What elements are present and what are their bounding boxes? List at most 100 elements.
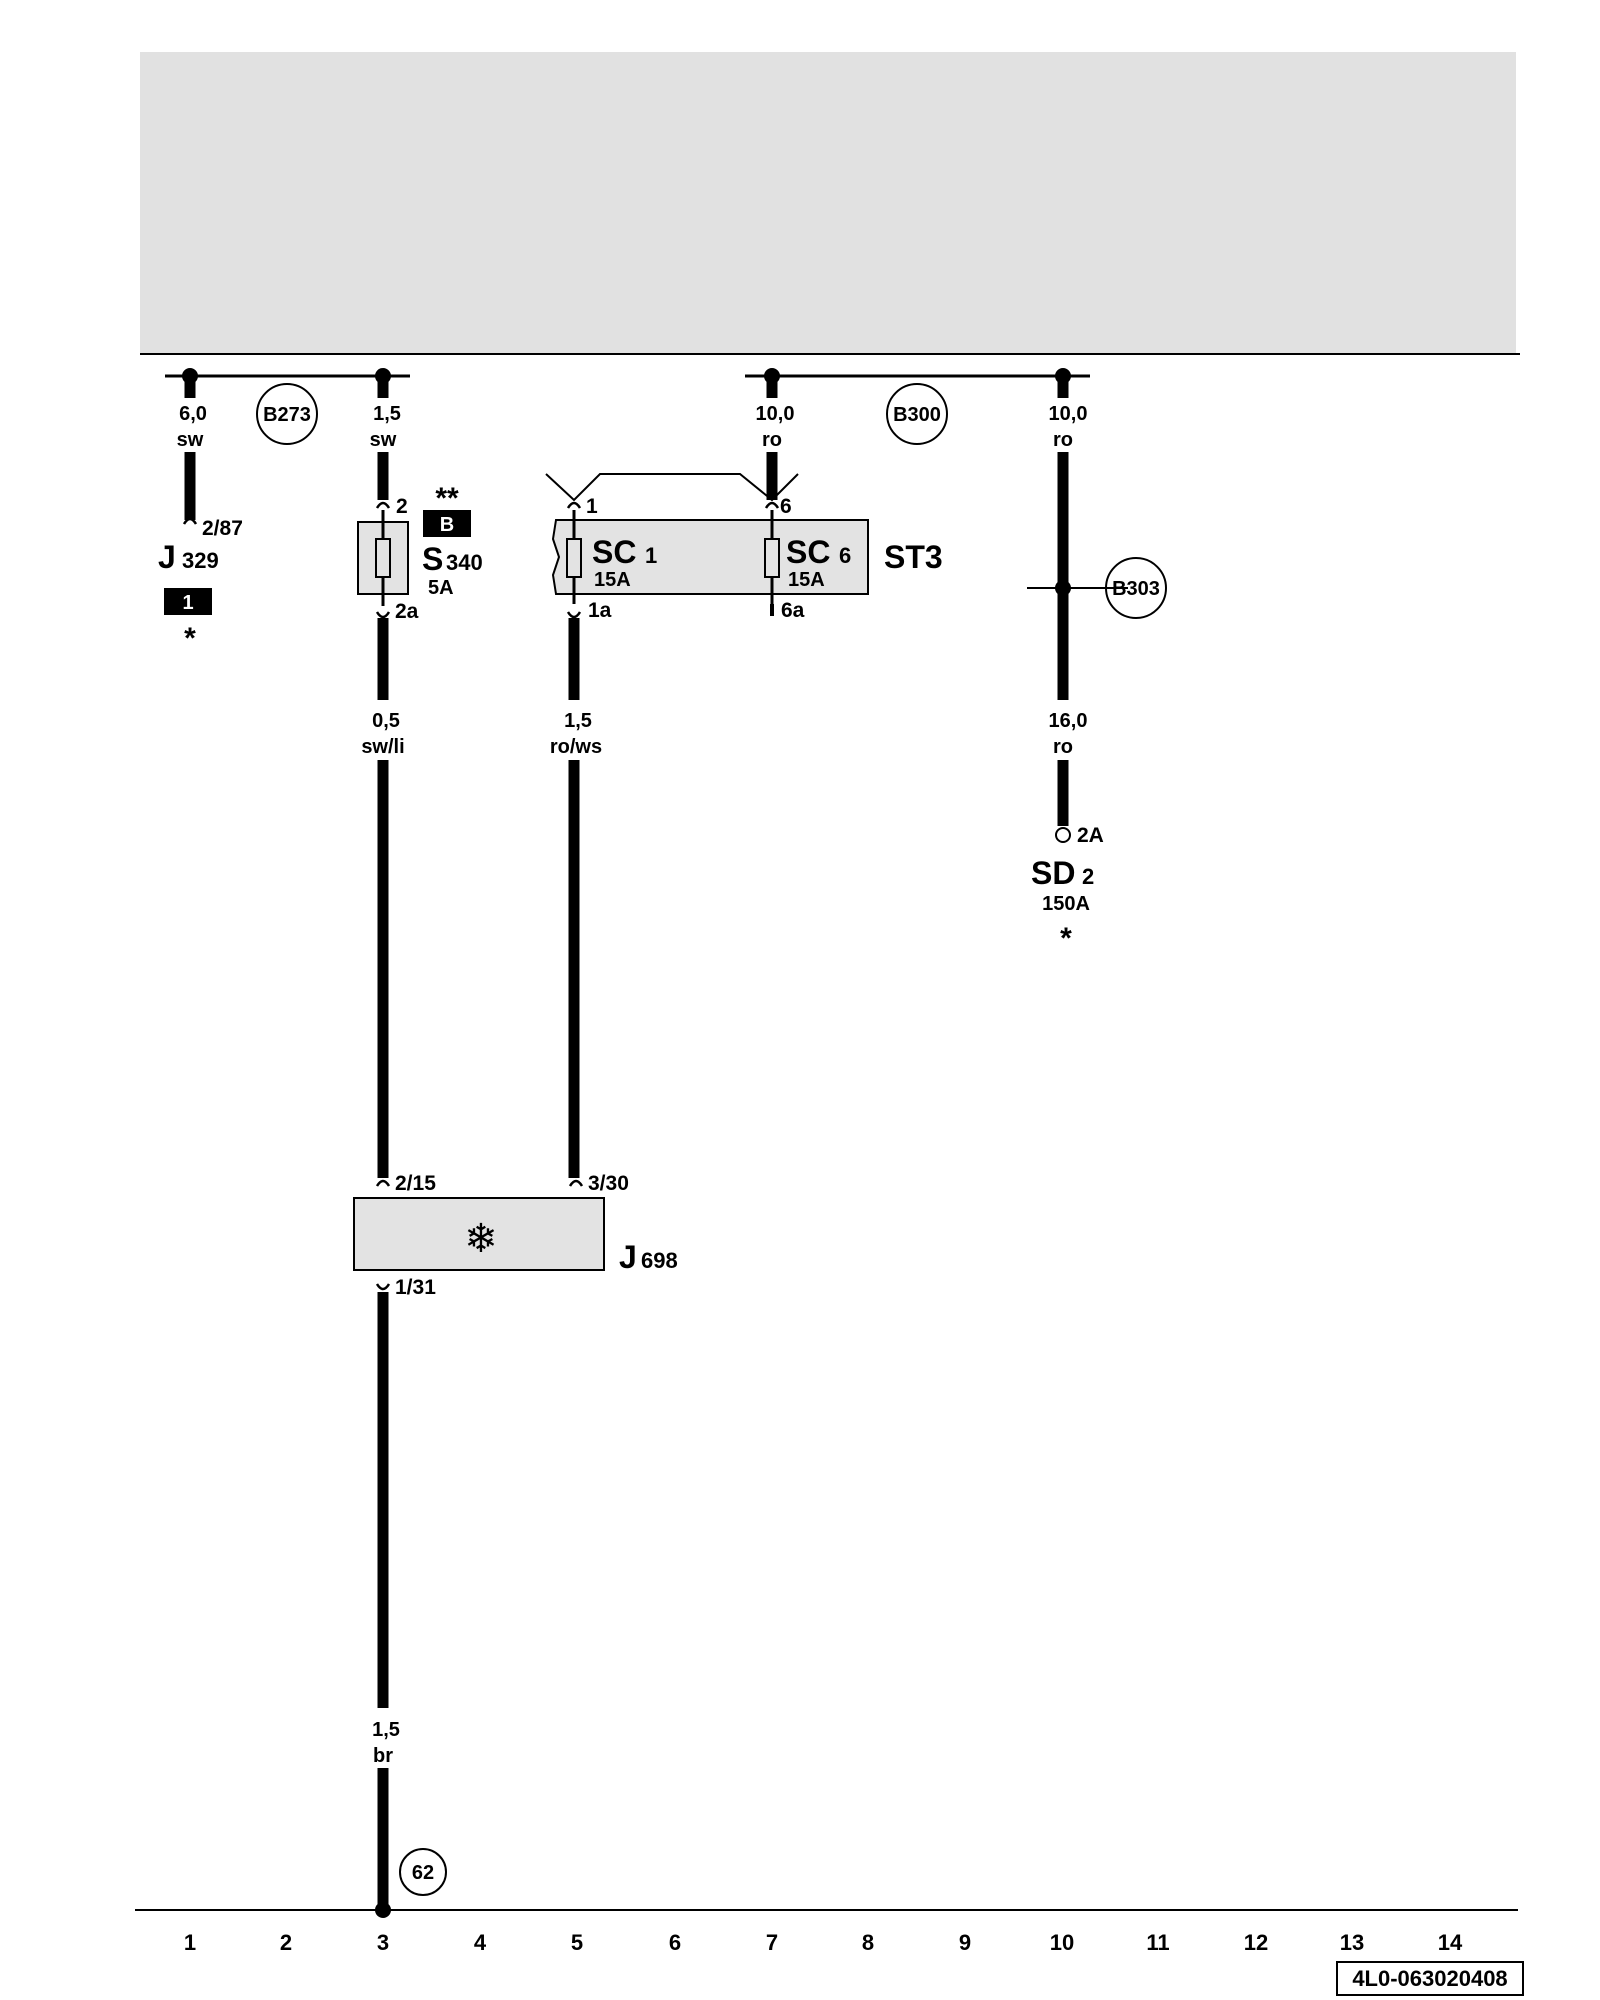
column-number: 2 bbox=[280, 1930, 292, 1955]
s340-badge bbox=[423, 510, 471, 537]
svg-text:2: 2 bbox=[1082, 864, 1094, 889]
column-number: 3 bbox=[377, 1930, 389, 1955]
svg-text:16,0: 16,0 bbox=[1049, 710, 1088, 732]
sc1-rating: 15A bbox=[594, 569, 631, 591]
node-b273: B273 bbox=[256, 383, 318, 445]
st3-strip-body bbox=[551, 519, 869, 595]
sc6-fuse-element bbox=[764, 538, 780, 578]
st3-label: ST3 bbox=[884, 539, 943, 575]
j329-pin-label: 2/87 bbox=[202, 517, 243, 540]
column-number: 13 bbox=[1340, 1930, 1364, 1955]
s340-pin-out-label: 2a bbox=[395, 600, 419, 623]
j698-pin-15-label: 2/15 bbox=[395, 1172, 436, 1195]
svg-text:698: 698 bbox=[641, 1248, 678, 1273]
s340-pin-in-label: 2 bbox=[396, 495, 408, 518]
wire-label-col3-mid: 0,5 sw/li bbox=[361, 710, 404, 758]
svg-text:0,5: 0,5 bbox=[372, 710, 400, 732]
svg-text:ro/ws: ro/ws bbox=[550, 736, 602, 758]
b303-junction-dot bbox=[1055, 580, 1071, 596]
column-number: 10 bbox=[1050, 1930, 1074, 1955]
st3-bridge-lines bbox=[545, 473, 799, 502]
svg-text:1,5: 1,5 bbox=[372, 1719, 400, 1741]
column-number: 9 bbox=[959, 1930, 971, 1955]
wire-label-col10-bottom: 16,0 ro bbox=[1049, 710, 1088, 758]
svg-text:10,0: 10,0 bbox=[1049, 403, 1088, 425]
column-number: 12 bbox=[1244, 1930, 1268, 1955]
wire-label-col7: 10,0 ro bbox=[756, 403, 795, 451]
column-number: 5 bbox=[571, 1930, 583, 1955]
column-number: 6 bbox=[669, 1930, 681, 1955]
sd2-pin-label: 2A bbox=[1077, 824, 1104, 847]
s340-pin-out-symbol bbox=[375, 611, 391, 619]
sc1-label: SC 1 bbox=[592, 534, 657, 570]
sc6-label: SC 6 bbox=[786, 534, 851, 570]
svg-text:1: 1 bbox=[645, 543, 657, 568]
sc1-pin-out-symbol bbox=[566, 611, 582, 619]
svg-text:sw/li: sw/li bbox=[361, 736, 404, 758]
svg-text:S: S bbox=[422, 541, 443, 577]
svg-text:ro: ro bbox=[1053, 429, 1073, 451]
svg-text:10,0: 10,0 bbox=[756, 403, 795, 425]
j329-badge bbox=[164, 588, 212, 615]
sc6-pin-out-label: 6a bbox=[781, 599, 805, 622]
j698-pin-31-symbol bbox=[375, 1283, 391, 1291]
svg-text:1,5: 1,5 bbox=[564, 710, 592, 732]
header-band bbox=[140, 52, 1516, 354]
s340-fuse-element bbox=[375, 538, 391, 578]
node-g62: 62 bbox=[399, 1848, 447, 1896]
svg-text:6,0: 6,0 bbox=[179, 403, 207, 425]
sc6-pin-in-symbol bbox=[764, 501, 780, 509]
j698-pin-30-symbol bbox=[568, 1179, 584, 1187]
s340-rating: 5A bbox=[428, 577, 454, 599]
svg-text:ro: ro bbox=[1053, 736, 1073, 758]
node-g62-label: 62 bbox=[412, 1862, 434, 1884]
svg-text:sw: sw bbox=[177, 429, 204, 451]
j698-pin-15-symbol bbox=[375, 1179, 391, 1187]
column-number: 1 bbox=[184, 1930, 196, 1955]
j329-note-star: * bbox=[184, 622, 196, 655]
j698-body bbox=[353, 1197, 605, 1271]
s340-pin-in-symbol bbox=[375, 501, 391, 509]
node-b300-label: B300 bbox=[893, 404, 941, 426]
svg-text:ro: ro bbox=[762, 429, 782, 451]
s340-badge-label: B bbox=[440, 514, 454, 536]
column-number: 7 bbox=[766, 1930, 778, 1955]
bus-stubs bbox=[184, 376, 1069, 398]
svg-text:J: J bbox=[158, 539, 176, 575]
sd2-rating: 150A bbox=[1042, 893, 1090, 915]
wire-label-col5: 1,5 ro/ws bbox=[550, 710, 602, 758]
svg-text:sw: sw bbox=[370, 429, 397, 451]
column-number: 4 bbox=[474, 1930, 487, 1955]
j698-pin-30-label: 3/30 bbox=[588, 1172, 629, 1195]
sc1-pin-out-label: 1a bbox=[588, 599, 612, 622]
svg-text:SC: SC bbox=[592, 534, 636, 570]
svg-text:J: J bbox=[619, 1239, 637, 1275]
sc1-pin-in-symbol bbox=[566, 501, 582, 509]
s340-note-star: ** bbox=[435, 482, 459, 515]
s340-label: S 340 bbox=[422, 541, 483, 577]
svg-text:6: 6 bbox=[839, 543, 851, 568]
svg-text:1,5: 1,5 bbox=[373, 403, 401, 425]
sc6-rating: 15A bbox=[788, 569, 825, 591]
column-number: 14 bbox=[1438, 1930, 1463, 1955]
sd2-note-star: * bbox=[1060, 922, 1072, 955]
svg-text:SC: SC bbox=[786, 534, 830, 570]
j329-pin-symbol bbox=[182, 517, 198, 525]
svg-text:SD: SD bbox=[1031, 855, 1075, 891]
svg-text:329: 329 bbox=[182, 548, 219, 573]
svg-text:340: 340 bbox=[446, 550, 483, 575]
snowflake-icon: ❄ bbox=[464, 1216, 498, 1262]
node-b303-label: B303 bbox=[1112, 578, 1160, 600]
sd2-terminal bbox=[1055, 827, 1071, 843]
sc6-pin-in-label: 6 bbox=[780, 495, 792, 518]
wire-label-col1: 6,0 sw bbox=[177, 403, 207, 451]
j329-label: J 329 bbox=[158, 539, 219, 575]
sd2-label: SD 2 bbox=[1031, 855, 1094, 891]
sc1-pin-in-label: 1 bbox=[586, 495, 598, 518]
column-numbers: 1 2 3 4 5 6 7 8 9 10 11 12 13 14 bbox=[184, 1930, 1463, 1955]
node-b303: B303 bbox=[1105, 557, 1167, 619]
j698-label: J 698 bbox=[619, 1239, 678, 1275]
node-b300: B300 bbox=[886, 383, 948, 445]
svg-text:br: br bbox=[373, 1745, 393, 1767]
sc1-fuse-element bbox=[566, 538, 582, 578]
